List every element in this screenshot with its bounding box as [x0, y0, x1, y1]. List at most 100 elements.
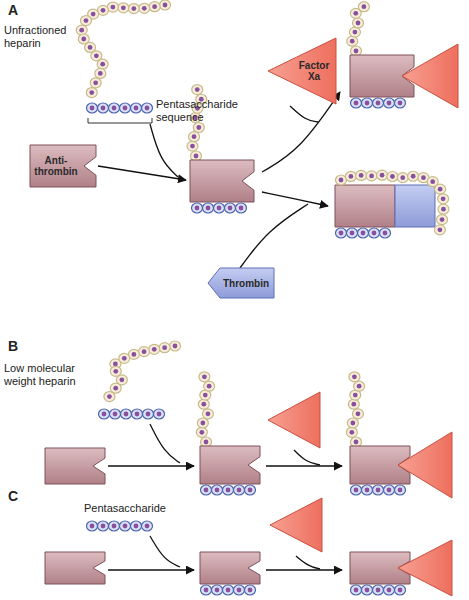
- bead-dot: [196, 125, 201, 130]
- saccharide-bead: [347, 228, 358, 238]
- bead-dot: [372, 231, 377, 236]
- bead-dot: [113, 369, 118, 374]
- bead-dot: [124, 412, 129, 417]
- bead-dot: [122, 356, 127, 361]
- saccharide-bead: [118, 3, 129, 13]
- bead-dot: [353, 11, 358, 16]
- bead-dot: [248, 588, 253, 593]
- saccharide-bead: [192, 85, 203, 95]
- saccharide-bead: [201, 485, 212, 495]
- heparin-chain: [347, 2, 370, 56]
- bead-dot: [131, 6, 136, 11]
- bead-dot: [354, 440, 359, 445]
- bead-dot: [400, 175, 405, 180]
- saccharide-bead: [95, 68, 106, 78]
- saccharide-bead: [348, 399, 359, 409]
- bead-dot: [152, 347, 157, 352]
- saccharide-bead: [395, 585, 406, 595]
- bead-dot: [204, 488, 209, 493]
- joining-line: [150, 536, 180, 567]
- saccharide-bead: [128, 4, 139, 14]
- bead-dot: [356, 411, 361, 416]
- saccharide-bead: [373, 98, 384, 108]
- factor-xa-shape: [402, 44, 458, 108]
- saccharide-bead: [131, 103, 142, 113]
- bead-dot: [421, 175, 426, 180]
- factor-xa-shape: [270, 498, 322, 552]
- saccharide-bead: [80, 16, 91, 26]
- heparin-chain: [196, 372, 214, 447]
- bead-dot: [123, 106, 128, 111]
- saccharide-bead: [154, 409, 165, 419]
- bead-dot: [228, 206, 233, 211]
- saccharide-bead: [204, 381, 215, 391]
- bead-dot: [204, 588, 209, 593]
- bead-dot: [215, 488, 220, 493]
- joining-line: [150, 124, 178, 177]
- saccharide-bead: [109, 103, 120, 113]
- bead-dot: [202, 374, 207, 379]
- saccharide-bead: [366, 171, 377, 181]
- bead-dot: [353, 393, 358, 398]
- saccharide-bead: [434, 225, 445, 235]
- saccharide-bead: [362, 98, 373, 108]
- bead-dot: [390, 174, 395, 179]
- saccharide-bead: [236, 203, 247, 213]
- node-shape: [268, 38, 336, 104]
- bead-dot: [362, 4, 367, 9]
- bead-dot: [101, 106, 106, 111]
- saccharide-bead: [203, 203, 214, 213]
- bead-dot: [142, 6, 147, 11]
- bead-dot: [152, 4, 157, 9]
- saccharide-bead: [352, 409, 363, 419]
- saccharide-bead: [214, 203, 225, 213]
- bead-dot: [145, 106, 150, 111]
- saccharide-bead: [347, 36, 358, 46]
- saccharide-bead: [142, 103, 153, 113]
- pentasaccharide-chain: [201, 585, 256, 595]
- bead-dot: [113, 386, 118, 391]
- saccharide-bead: [212, 485, 223, 495]
- saccharide-bead: [199, 372, 210, 382]
- saccharide-bead: [351, 485, 362, 495]
- saccharide-bead: [358, 2, 369, 12]
- saccharide-bead: [76, 25, 87, 35]
- bead-dot: [348, 174, 353, 179]
- bead-dot: [339, 178, 344, 183]
- saccharide-bead: [397, 173, 408, 183]
- saccharide-bead: [109, 521, 120, 531]
- bead-dot: [376, 488, 381, 493]
- bead-dot: [248, 488, 253, 493]
- reaction-arrow: [262, 92, 340, 172]
- saccharide-bead: [438, 194, 449, 204]
- bead-dot: [195, 206, 200, 211]
- node-shape: [30, 145, 96, 187]
- bead-dot: [383, 231, 388, 236]
- bead-dot: [146, 412, 151, 417]
- saccharide-bead: [110, 409, 121, 419]
- saccharide-bead: [225, 203, 236, 213]
- bead-dot: [353, 30, 358, 35]
- bead-dot: [376, 588, 381, 593]
- bead-dot: [98, 71, 103, 76]
- pentasaccharide-chain: [192, 203, 247, 213]
- bead-dot: [90, 106, 95, 111]
- saccharide-bead: [97, 59, 108, 69]
- bead-dot: [81, 37, 86, 42]
- bead-dot: [411, 174, 416, 179]
- saccharide-bead: [139, 3, 150, 13]
- bead-dot: [398, 101, 403, 106]
- node-label: Factor Xa: [296, 60, 332, 82]
- pentasaccharide-chain: [351, 585, 406, 595]
- saccharide-bead: [354, 381, 365, 391]
- saccharide-bead: [358, 228, 369, 238]
- saccharide-bead: [347, 418, 358, 428]
- saccharide-bead: [395, 98, 406, 108]
- saccharide-bead: [349, 372, 360, 382]
- bead-dot: [194, 154, 199, 159]
- bead-dot: [112, 524, 117, 529]
- saccharide-bead: [131, 521, 142, 531]
- bead-dot: [380, 173, 385, 178]
- saccharide-bead: [86, 88, 97, 98]
- bead-dot: [237, 488, 242, 493]
